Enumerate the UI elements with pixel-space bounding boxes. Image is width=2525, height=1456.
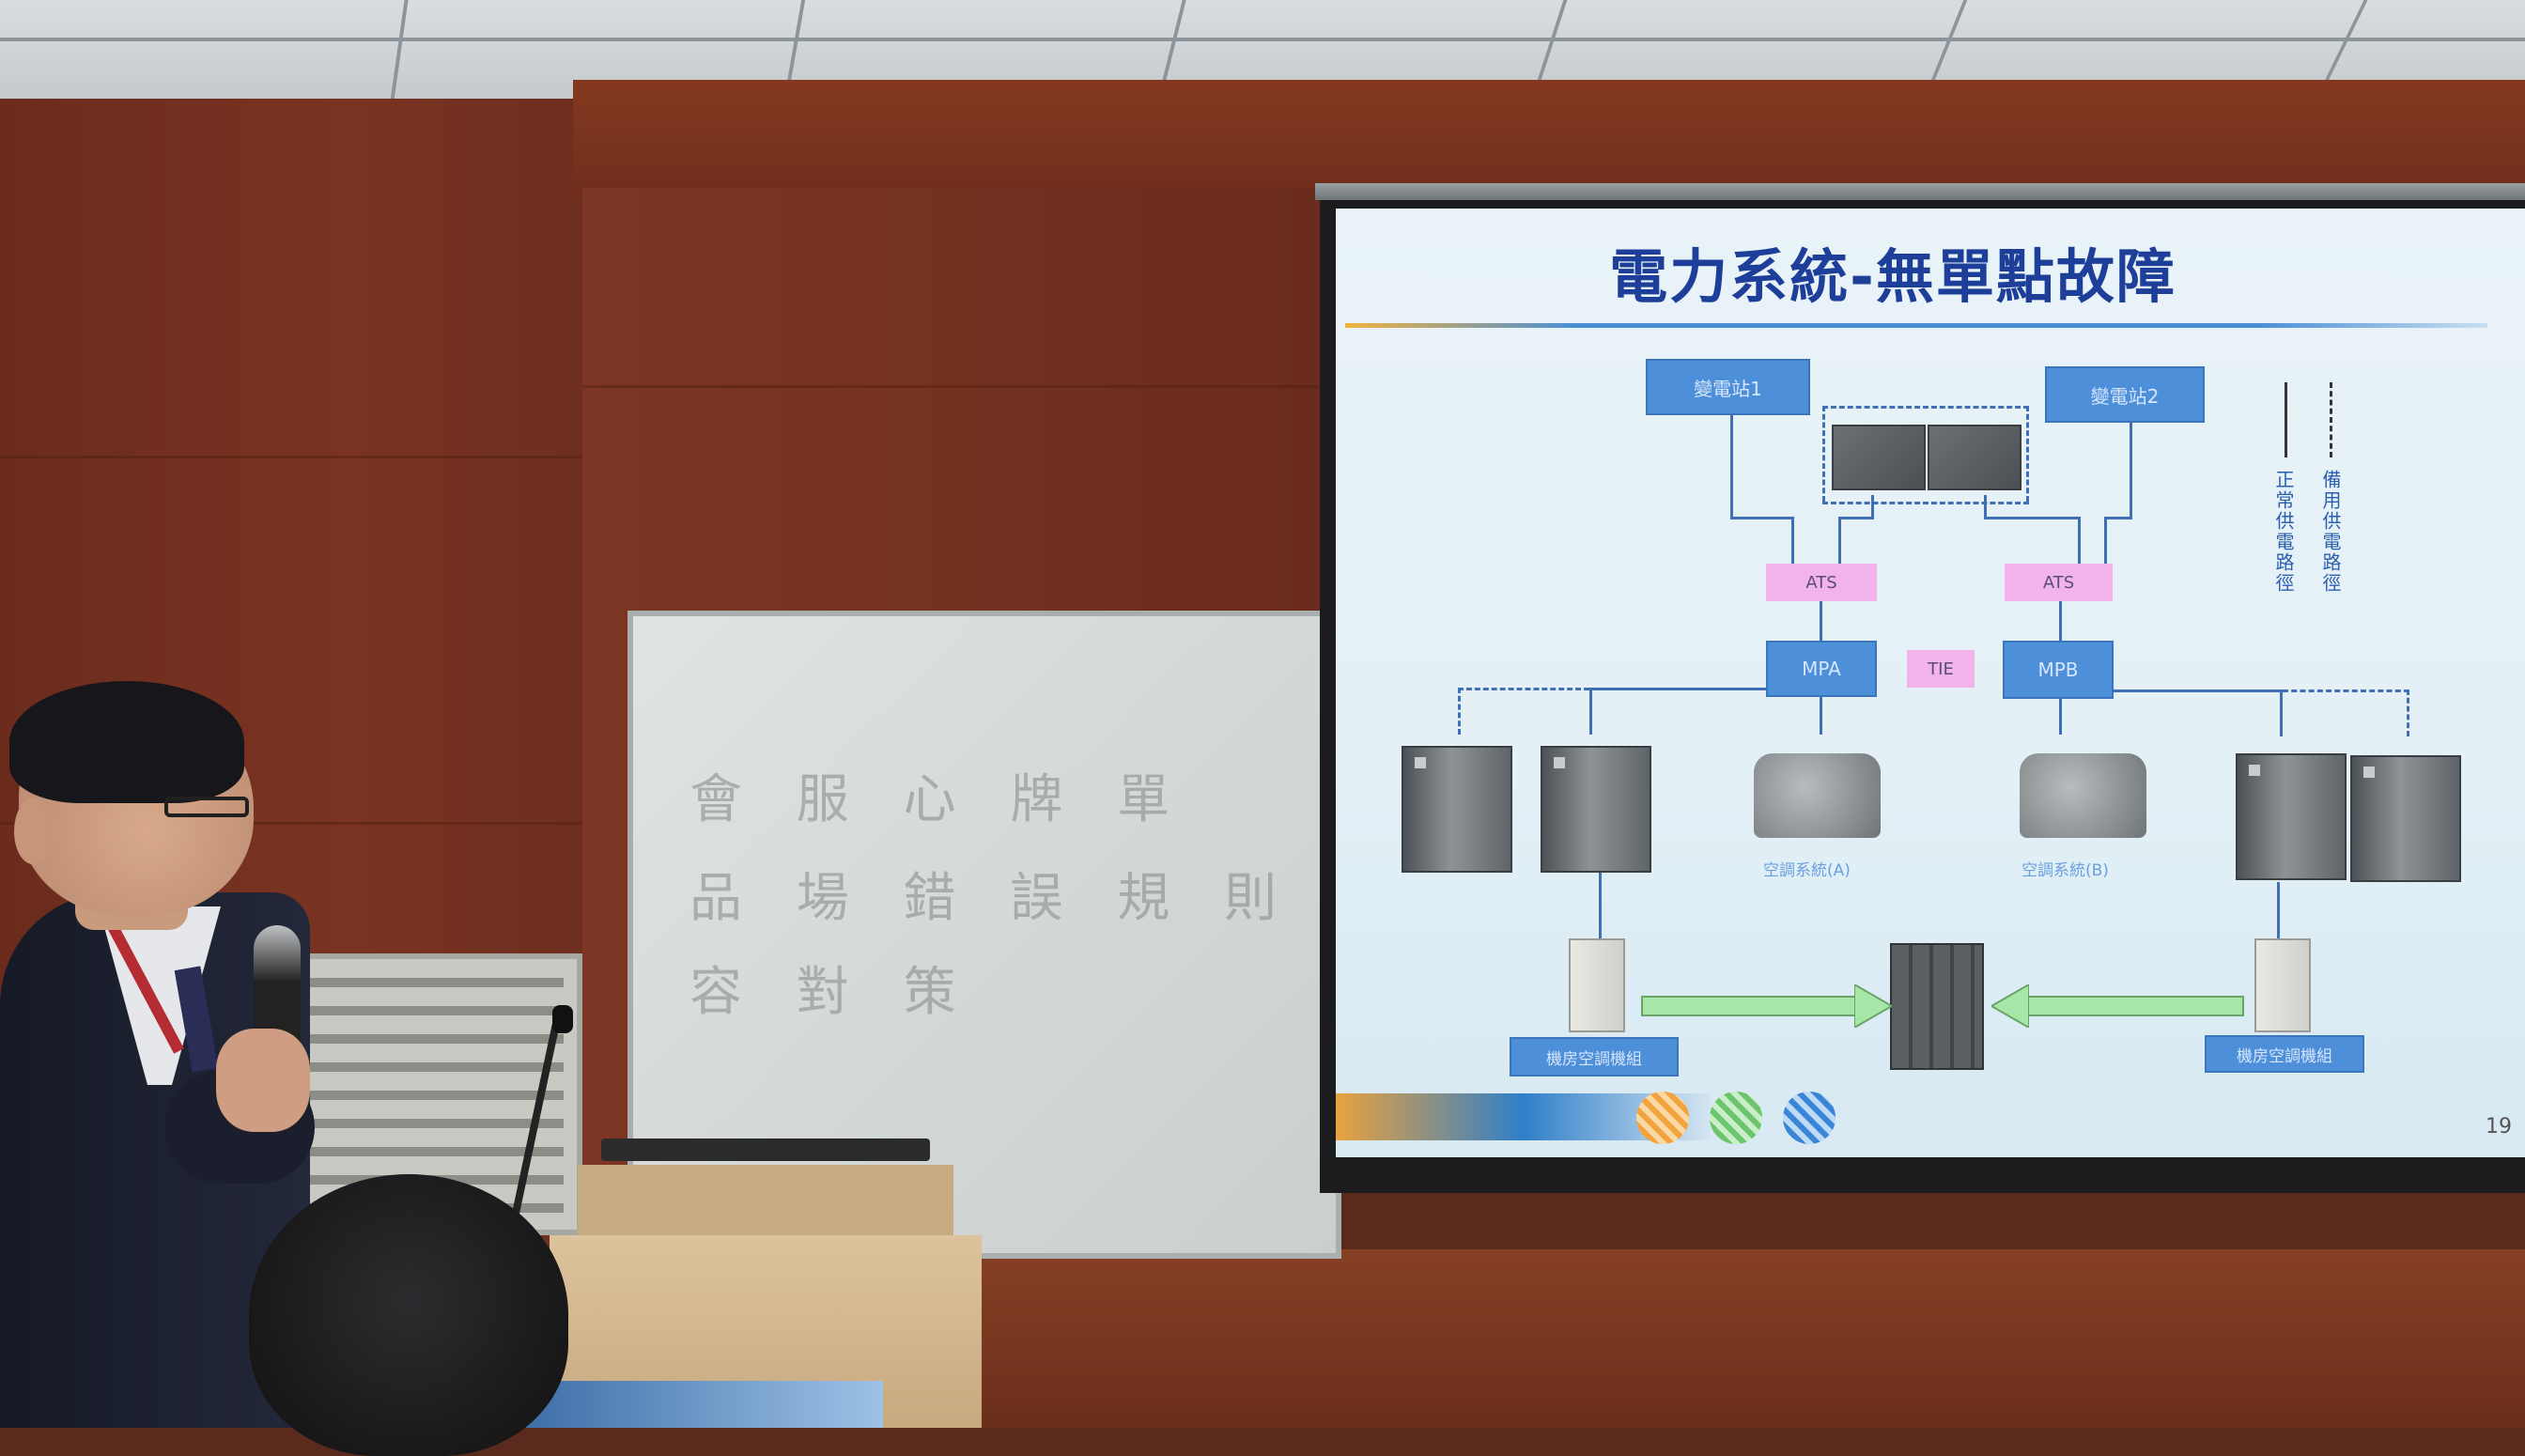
legend-normal-label: 正常供電路徑 xyxy=(2272,470,2295,594)
vent-slat xyxy=(197,1062,564,1072)
power-line xyxy=(1589,688,1768,690)
airflow-arrow-left xyxy=(1641,996,1859,1016)
vent-slat xyxy=(197,1119,564,1128)
wall-panel-seam xyxy=(0,456,582,458)
ups-unit xyxy=(2236,753,2347,880)
airflow-arrow-right-head xyxy=(1991,984,2029,1028)
projection-screen-rail xyxy=(1315,183,2525,200)
vent-slat xyxy=(197,1147,564,1156)
server-rack xyxy=(1890,943,1984,1070)
power-line xyxy=(1838,517,1841,564)
audience-member-head xyxy=(249,1174,568,1456)
presenter-glasses xyxy=(164,797,249,817)
mpa-box: MPA xyxy=(1766,641,1877,697)
airflow-arrow-left-head xyxy=(1854,984,1892,1028)
power-line xyxy=(1730,415,1733,519)
chiller-b-label: 空調系統(B) xyxy=(2022,861,2109,880)
power-line xyxy=(2130,423,2132,517)
power-line xyxy=(1730,517,1791,519)
power-line xyxy=(2280,689,2283,736)
wood-wall-beam xyxy=(573,80,2525,202)
whiteboard: 會 服 心 牌 單 品 場 錯 誤 規 則 容 對 策 xyxy=(627,611,1341,1259)
generator-group-border xyxy=(1822,406,1825,502)
chiller-unit-a xyxy=(1754,753,1881,838)
vent-slat xyxy=(197,978,564,987)
legend-backup-label: 備用供電路徑 xyxy=(2319,470,2342,594)
projector-glow xyxy=(526,1381,883,1428)
slide-title: 電力系統-無單點故障 xyxy=(1609,242,2176,311)
whiteboard-text-line: 會 服 心 牌 單 xyxy=(689,769,1189,830)
airflow-arrow-right xyxy=(2026,996,2244,1016)
power-line xyxy=(2104,517,2132,519)
ups-unit xyxy=(2350,755,2461,882)
tie-box: TIE xyxy=(1907,650,1975,688)
generator-group-border xyxy=(1822,406,2029,409)
generator-group-border xyxy=(2026,406,2029,502)
wall-panel-seam xyxy=(582,385,1334,388)
chiller-a-label: 空調系統(A) xyxy=(1763,861,1851,880)
power-line xyxy=(1820,601,1822,641)
mpb-box: MPB xyxy=(2003,641,2114,699)
presentation-slide: 電力系統-無單點故障 變電站1 變電站2 ATS ATS MPA TIE MPB xyxy=(1336,209,2525,1157)
power-line xyxy=(2277,882,2280,938)
power-line xyxy=(2059,699,2062,735)
vent-slat xyxy=(197,1091,564,1100)
ceiling-grid-line xyxy=(0,38,2525,41)
legend-normal-line xyxy=(2285,382,2287,457)
chiller-unit-b xyxy=(2020,753,2146,838)
substation-2-box: 變電站2 xyxy=(2045,366,2205,423)
crac-unit-left xyxy=(1569,938,1625,1032)
power-line xyxy=(1871,495,1874,519)
backup-power-line xyxy=(1458,688,1461,735)
power-line xyxy=(1791,517,1794,564)
power-line xyxy=(2104,517,2107,564)
podium-microphone xyxy=(552,1005,573,1033)
presenter-hand xyxy=(216,1029,310,1132)
power-line xyxy=(1820,697,1822,735)
slide-number: 19 xyxy=(2486,1115,2512,1138)
substation-1-box: 變電站1 xyxy=(1646,359,1810,415)
vent-slat xyxy=(197,1006,564,1015)
power-line xyxy=(1838,517,1874,519)
footer-logo-orange xyxy=(1636,1092,1689,1144)
backup-power-line xyxy=(1458,688,1589,690)
ups-unit xyxy=(1541,746,1651,873)
power-line xyxy=(1984,517,2078,519)
presenter-hair xyxy=(9,681,244,803)
wood-wall-bottom xyxy=(977,1249,2525,1428)
crac-right-label: 機房空調機組 xyxy=(2205,1035,2364,1073)
slide-title-rule xyxy=(1345,323,2487,328)
generator-group-border xyxy=(1822,502,2029,504)
crac-left-label: 機房空調機組 xyxy=(1510,1037,1679,1077)
ats-box-right: ATS xyxy=(2005,564,2113,601)
ups-unit xyxy=(1402,746,1512,873)
laptop xyxy=(601,1138,930,1161)
power-line xyxy=(1589,688,1592,735)
whiteboard-text-line: 品 場 錯 誤 規 則 xyxy=(689,868,1296,929)
ats-box-left: ATS xyxy=(1766,564,1877,601)
footer-logo-blue xyxy=(1783,1092,1836,1144)
power-line xyxy=(2114,689,2283,692)
vent-slat xyxy=(197,1034,564,1044)
backup-power-line xyxy=(2407,689,2409,736)
footer-logo-green xyxy=(1710,1092,1762,1144)
crac-unit-right xyxy=(2254,938,2311,1032)
legend-backup-line xyxy=(2330,382,2332,457)
power-line xyxy=(2059,601,2062,641)
generator-unit xyxy=(1928,425,2022,490)
podium-top xyxy=(578,1165,953,1235)
whiteboard-text-line: 容 對 策 xyxy=(689,962,975,1023)
power-line xyxy=(1984,495,1987,519)
generator-unit xyxy=(1832,425,1926,490)
power-line xyxy=(1599,873,1602,938)
presenter-ear xyxy=(14,798,52,864)
wall-panel-seam xyxy=(0,822,582,825)
backup-power-line xyxy=(2283,689,2409,692)
power-line xyxy=(2078,517,2081,564)
